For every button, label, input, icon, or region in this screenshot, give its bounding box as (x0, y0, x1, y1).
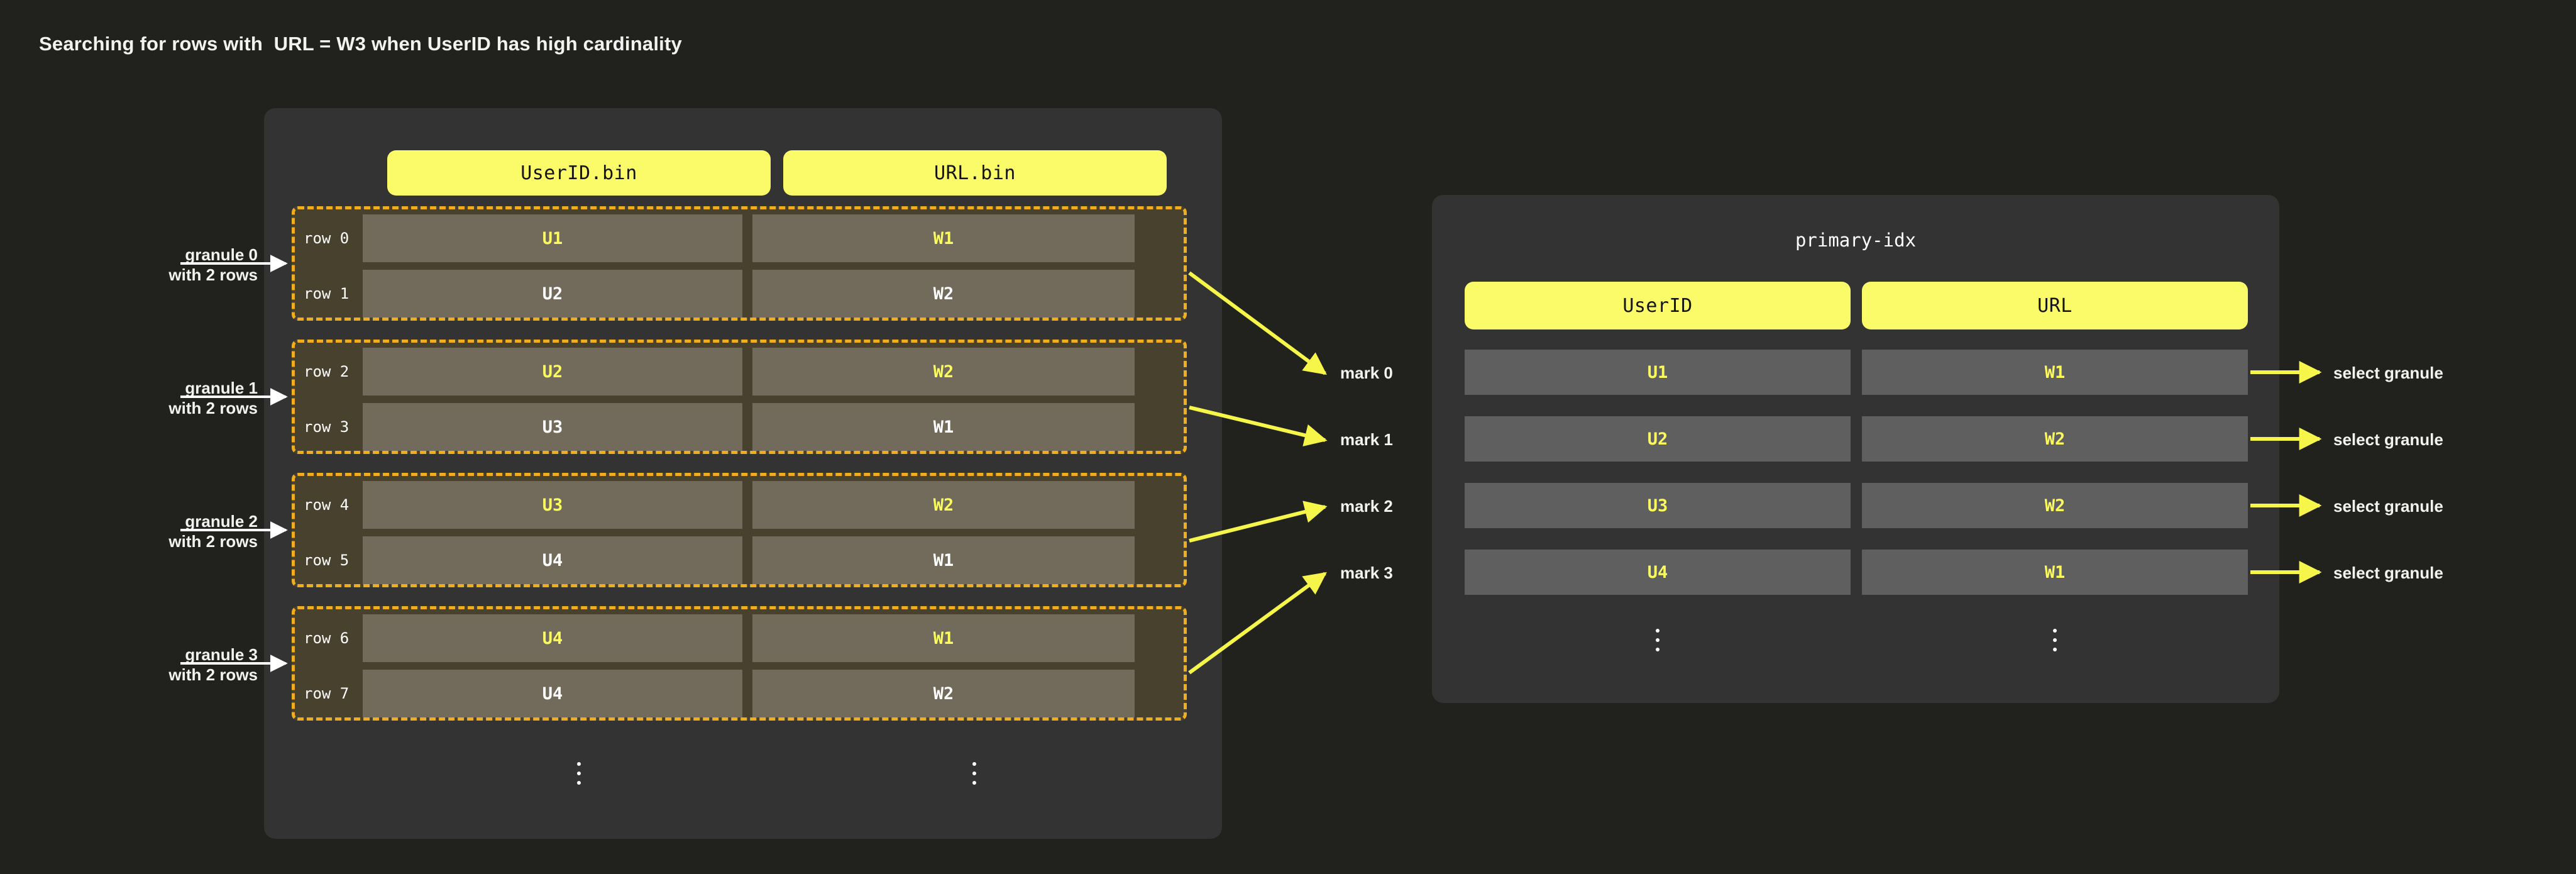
granule-note-line2: with 2 rows (168, 531, 258, 551)
select-granule-label-2: select granule (2333, 497, 2443, 516)
row-label: row 2 (304, 363, 350, 380)
row-label: row 0 (304, 230, 350, 247)
page-title: Searching for rows with URL = W3 when Us… (39, 33, 682, 55)
granule-note-line1: granule 1 (185, 379, 258, 397)
data-cell-url: W2 (752, 481, 1135, 529)
index-cell-userid: U4 (1465, 550, 1851, 595)
granule-box-1[interactable]: row 2 U2 W2 row 3 U3 W1 (292, 340, 1187, 454)
mark-label-2: mark 2 (1340, 497, 1393, 516)
granule-note-line1: granule 2 (185, 512, 258, 531)
granule-note-line2: with 2 rows (168, 265, 258, 284)
data-cell-userid: U3 (363, 481, 742, 529)
data-cell-url: W1 (752, 614, 1135, 662)
column-header-url-bin: URL.bin (783, 150, 1167, 196)
data-cell-userid: U3 (363, 403, 742, 451)
data-cell-url: W1 (752, 403, 1135, 451)
ellipsis-index-url (2045, 629, 2064, 651)
granule-note-0: granule 0 with 2 rows (69, 245, 258, 285)
select-granule-label-3: select granule (2333, 563, 2443, 582)
granule-note-line2: with 2 rows (168, 665, 258, 684)
index-cell-userid: U2 (1465, 416, 1851, 462)
granule-note-2: granule 2 with 2 rows (69, 512, 258, 551)
index-cell-url: W1 (1862, 350, 2248, 395)
row-label: row 3 (304, 418, 350, 436)
granule-note-1: granule 1 with 2 rows (69, 379, 258, 418)
granule-box-0[interactable]: row 0 U1 W1 row 1 U2 W2 (292, 206, 1187, 321)
ellipsis-url-bin (965, 762, 984, 785)
mark-label-1: mark 1 (1340, 430, 1393, 449)
index-cell-url: W2 (1862, 416, 2248, 462)
data-cell-url: W1 (752, 536, 1135, 584)
data-cell-userid: U4 (363, 614, 742, 662)
index-caption: primary-idx (1795, 230, 1917, 251)
data-cell-userid: U4 (363, 670, 742, 717)
row-label: row 1 (304, 285, 350, 302)
granule-note-line1: granule 0 (185, 245, 258, 264)
row-label: row 4 (304, 496, 350, 514)
index-cell-url: W2 (1862, 483, 2248, 528)
granule-note-line2: with 2 rows (168, 398, 258, 418)
granule-box-2[interactable]: row 4 U3 W2 row 5 U4 W1 (292, 473, 1187, 587)
column-header-userid-bin: UserID.bin (387, 150, 771, 196)
granule-box-3[interactable]: row 6 U4 W1 row 7 U4 W2 (292, 606, 1187, 721)
ellipsis-userid-bin (570, 762, 588, 785)
mark-label-0: mark 0 (1340, 363, 1393, 382)
row-label: row 5 (304, 551, 350, 569)
ellipsis-index-userid (1648, 629, 1667, 651)
data-cell-url: W2 (752, 348, 1135, 396)
data-cell-url: W1 (752, 214, 1135, 262)
data-cell-userid: U2 (363, 270, 742, 318)
index-cell-url: W1 (1862, 550, 2248, 595)
granule-note-3: granule 3 with 2 rows (69, 645, 258, 685)
index-cell-userid: U1 (1465, 350, 1851, 395)
data-cell-url: W2 (752, 270, 1135, 318)
mark-label-3: mark 3 (1340, 563, 1393, 582)
granule-note-line1: granule 3 (185, 645, 258, 664)
select-granule-label-1: select granule (2333, 430, 2443, 449)
index-column-header-userid: UserID (1465, 282, 1851, 329)
select-granule-label-0: select granule (2333, 363, 2443, 382)
row-label: row 6 (304, 629, 350, 647)
data-cell-userid: U4 (363, 536, 742, 584)
data-cell-userid: U1 (363, 214, 742, 262)
data-cell-userid: U2 (363, 348, 742, 396)
data-cell-url: W2 (752, 670, 1135, 717)
row-label: row 7 (304, 685, 350, 702)
index-column-header-url: URL (1862, 282, 2248, 329)
index-cell-userid: U3 (1465, 483, 1851, 528)
